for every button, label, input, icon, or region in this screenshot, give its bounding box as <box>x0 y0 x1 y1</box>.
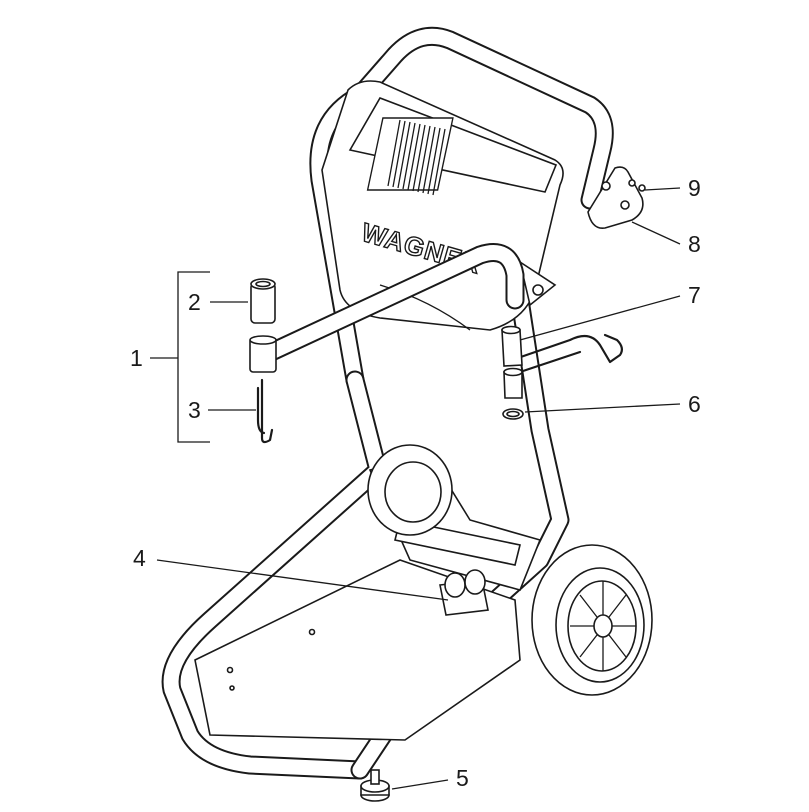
callout-labels: 1 2 3 4 5 6 7 8 9 <box>130 175 701 791</box>
callout-1: 1 <box>130 345 143 371</box>
leader-lines <box>156 187 681 790</box>
grip-cap <box>250 278 276 324</box>
callout-2: 2 <box>188 289 201 315</box>
callout-9: 9 <box>688 175 701 201</box>
hose-hook <box>501 325 624 399</box>
o-ring <box>502 408 524 420</box>
rubber-foot <box>360 769 390 802</box>
callout-5: 5 <box>456 765 469 791</box>
callout-7: 7 <box>688 282 701 308</box>
callout-8: 8 <box>688 231 701 257</box>
group-bracket <box>177 271 210 443</box>
body-panel: WAGNER <box>321 80 564 331</box>
clamp-holder <box>439 569 489 616</box>
mount-bracket <box>587 166 646 229</box>
callout-6: 6 <box>688 391 701 417</box>
callout-3: 3 <box>188 397 201 423</box>
cart-frame <box>161 26 614 780</box>
handle-bar <box>249 243 525 373</box>
grille <box>366 117 454 196</box>
wheel-right <box>531 544 653 696</box>
hook-pin <box>256 378 274 444</box>
base-platform <box>194 559 521 741</box>
callout-4: 4 <box>133 545 146 571</box>
wheel-left <box>367 444 453 536</box>
